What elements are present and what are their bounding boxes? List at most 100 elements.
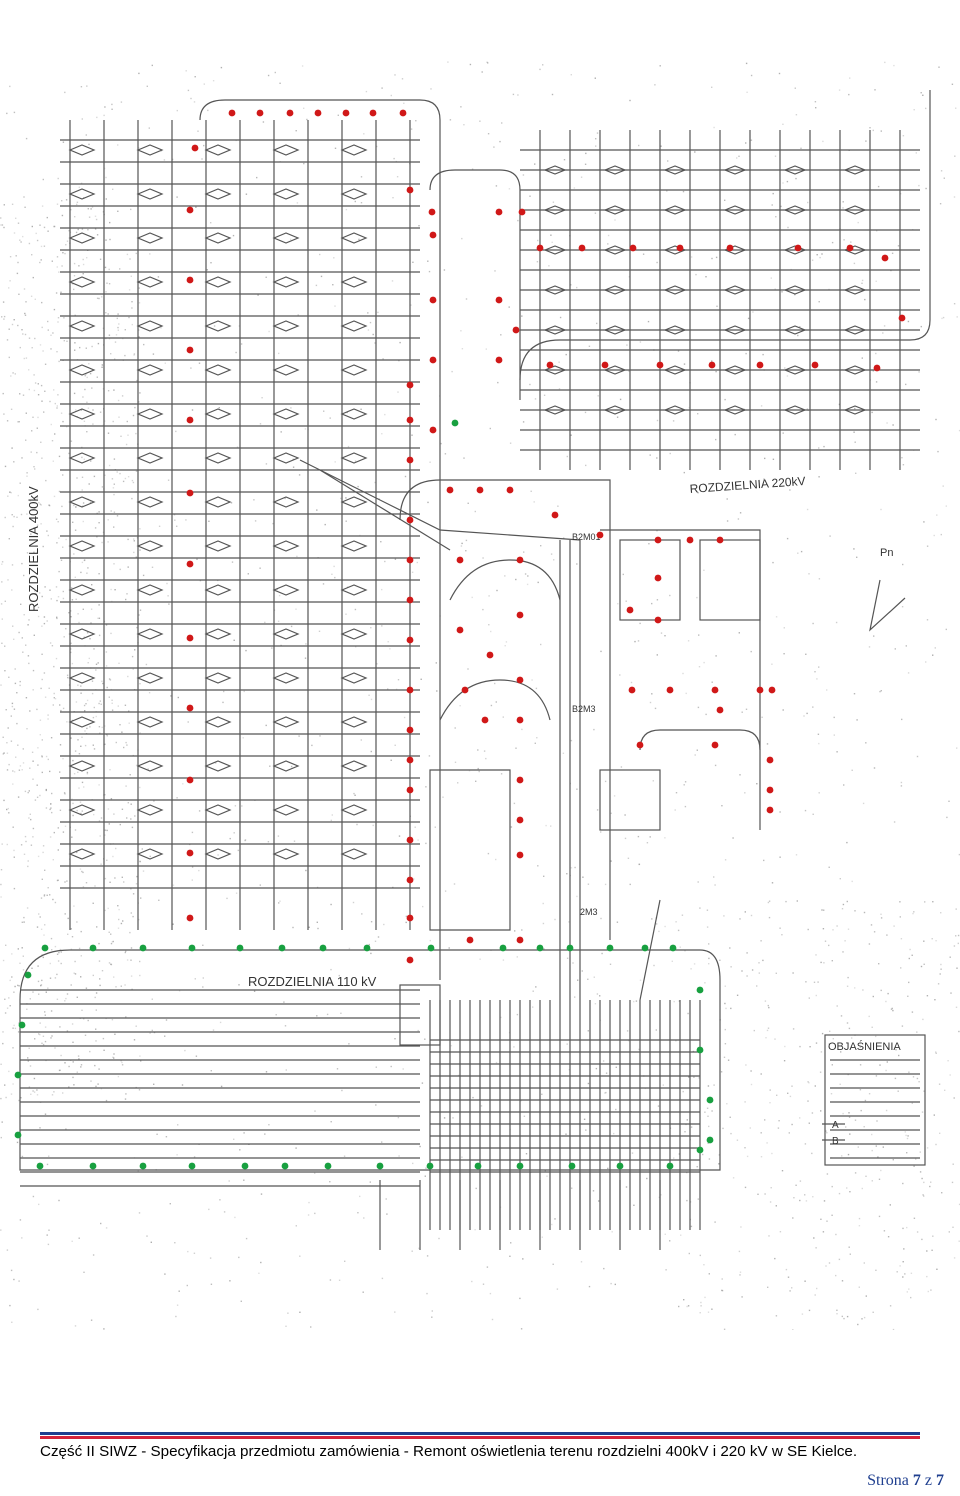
speckle-dot [905,1134,907,1137]
speckle-dot [487,62,489,64]
insulator-glyph [204,452,232,464]
lamp-existing [708,361,716,369]
label-legend-a: A [832,1120,839,1131]
speckle-dot [70,209,72,211]
speckle-dot [42,851,44,854]
speckle-dot [593,976,595,978]
speckle-dot [99,978,101,980]
speckle-dot [60,291,62,293]
speckle-dot [13,1024,15,1027]
lamp-existing [626,606,634,614]
speckle-dot [110,942,113,945]
speckle-dot [80,930,82,933]
speckle-dot [130,888,132,890]
connector-line [299,459,581,541]
speckle-dot [465,539,468,542]
speckle-dot [613,795,616,797]
speckle-dot [585,152,587,155]
speckle-dot [186,1284,188,1287]
speckle-dot [98,511,100,513]
speckle-dot [264,1133,266,1135]
speckle-dot [91,387,93,389]
speckle-dot [34,799,37,801]
speckle-dot [9,280,11,282]
speckle-dot [295,1147,297,1149]
speckle-dot [92,409,94,411]
speckle-dot [36,1089,38,1091]
speckle-dot [711,360,713,362]
speckle-dot [763,859,765,862]
speckle-dot [88,483,90,485]
speckle-dot [779,856,781,858]
speckle-dot [0,896,2,898]
speckle-dot [113,526,115,528]
speckle-dot [86,699,89,702]
speckle-dot [532,990,534,992]
speckle-dot [600,650,602,653]
speckle-dot [86,632,89,634]
speckle-dot [126,420,128,423]
north-arrow [869,579,906,632]
speckle-dot [410,304,412,306]
insulator-glyph [136,628,164,640]
speckle-dot [698,666,701,668]
speckle-dot [108,696,110,698]
speckle-dot [600,831,602,833]
speckle-dot [413,878,415,880]
speckle-dot [888,1045,890,1047]
speckle-dot [37,1308,39,1311]
speckle-dot [767,1027,770,1029]
speckle-dot [783,653,785,655]
speckle-dot [98,784,100,786]
speckle-dot [151,998,153,1000]
speckle-dot [563,159,566,161]
speckle-dot [108,268,110,271]
speckle-dot [163,159,166,161]
lamp-new [568,1162,576,1170]
speckle-dot [53,495,56,498]
building-outline [619,539,681,621]
speckle-dot [956,316,958,318]
lamp-existing [406,596,414,604]
speckle-dot [911,1011,914,1013]
speckle-dot [931,1249,933,1251]
speckle-dot [44,1026,47,1028]
speckle-dot [467,502,469,504]
speckle-dot [47,758,49,761]
speckle-dot [566,1043,568,1045]
speckle-dot [479,958,481,960]
insulator-glyph [136,232,164,244]
speckle-dot [491,1318,494,1321]
lamp-existing [881,254,889,262]
speckle-dot [942,316,945,319]
speckle-dot [66,240,69,242]
speckle-dot [173,514,176,516]
speckle-dot [113,1053,115,1055]
speckle-dot [517,94,519,96]
speckle-dot [707,1142,709,1144]
footer-rule-red [40,1436,920,1439]
speckle-dot [234,805,237,807]
speckle-dot [40,897,43,899]
speckle-dot [908,1071,910,1073]
speckle-dot [828,866,830,868]
speckle-dot [136,875,138,878]
speckle-dot [96,116,98,119]
speckle-dot [381,87,383,89]
speckle-dot [871,1180,873,1182]
speckle-dot [9,85,11,88]
speckle-dot [488,595,490,597]
speckle-dot [82,871,84,874]
speckle-dot [278,594,281,597]
speckle-dot [210,1070,212,1072]
speckle-dot [19,1219,22,1221]
speckle-dot [412,261,414,263]
speckle-dot [56,998,59,1000]
speckle-dot [903,1248,905,1250]
speckle-dot [27,791,29,794]
speckle-dot [30,600,32,602]
speckle-dot [138,1089,141,1091]
speckle-dot [807,201,809,204]
speckle-dot [80,692,82,694]
speckle-dot [77,613,79,615]
